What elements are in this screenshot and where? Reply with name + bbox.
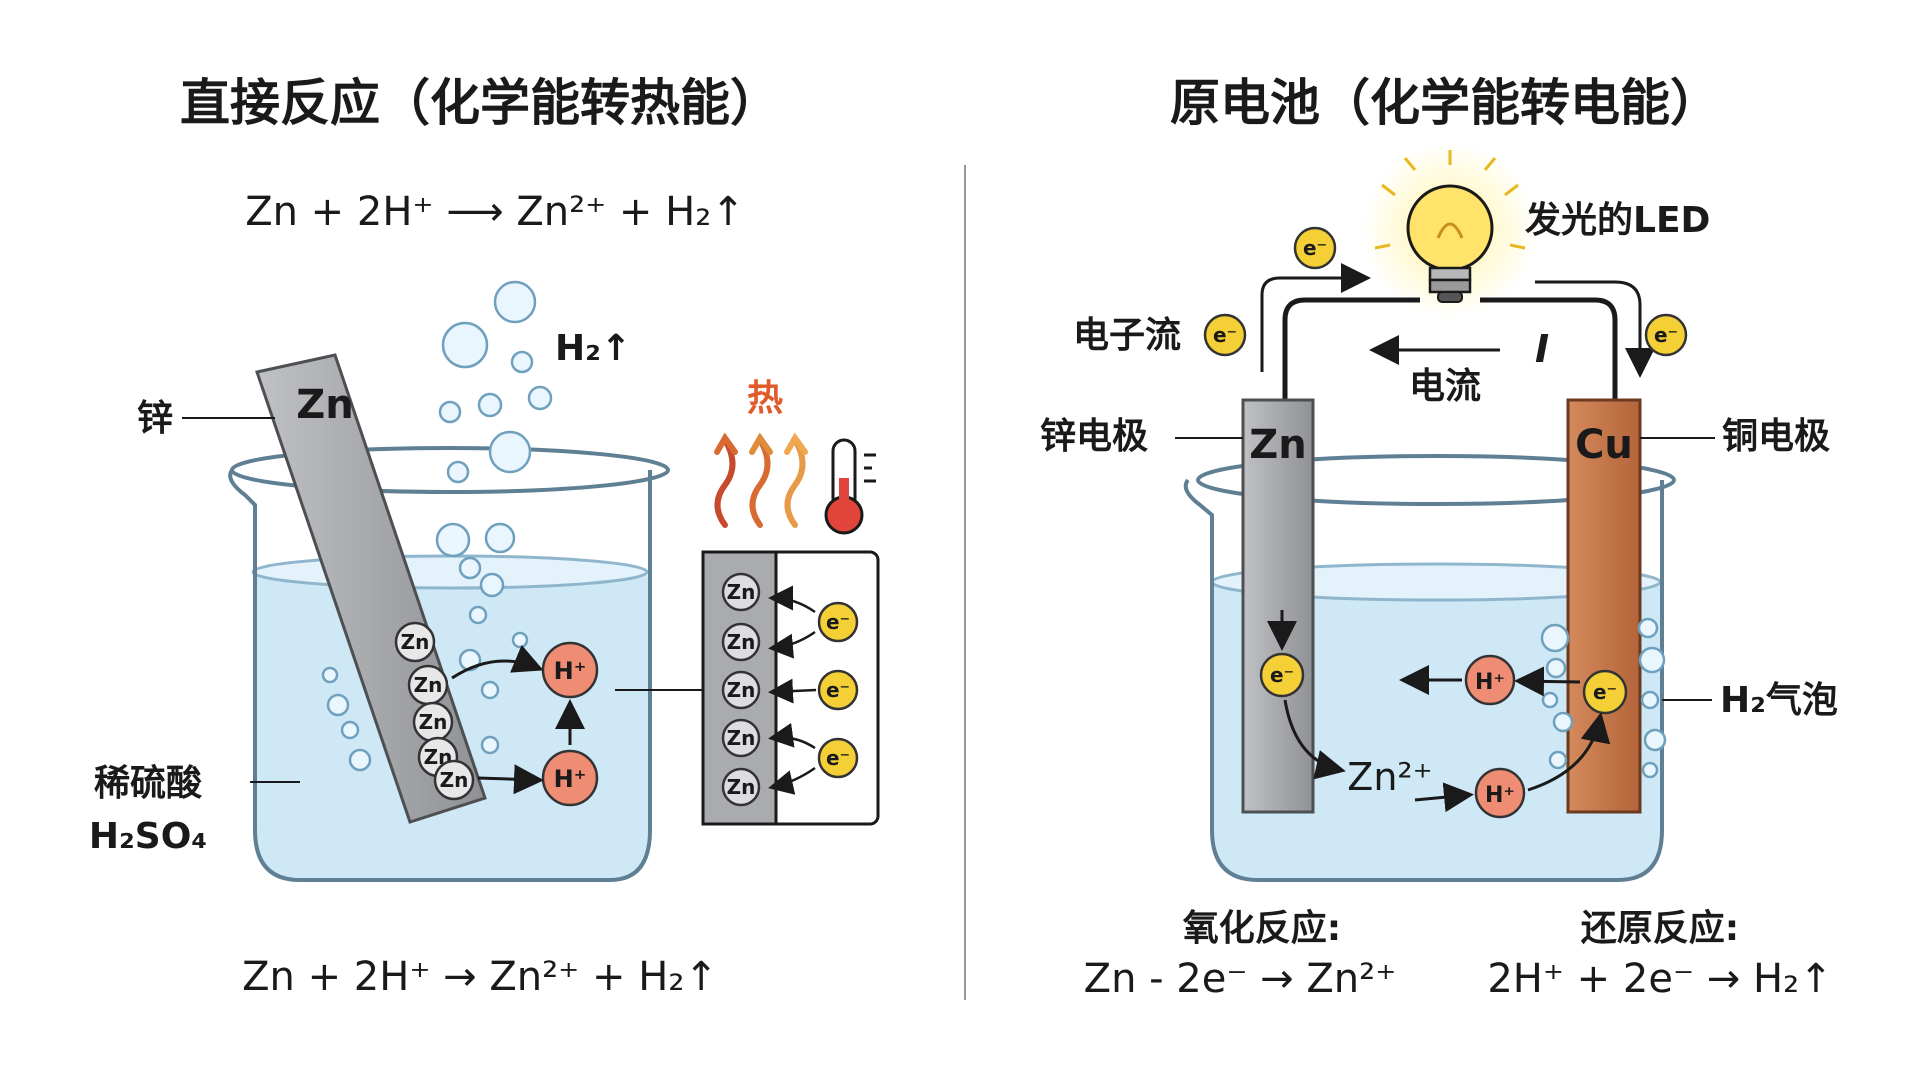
left-equation-bottom: Zn + 2H⁺ → Zn²⁺ + H₂↑ <box>242 954 718 1000</box>
flow-arrows <box>1260 263 1655 378</box>
right-title: 原电池（化学能转电能） <box>1170 74 1720 132</box>
zinc-electrode: Zn <box>1241 398 1315 814</box>
svg-text:H⁺: H⁺ <box>554 657 587 685</box>
svg-text:H⁺: H⁺ <box>1485 783 1515 808</box>
copper-electrode-label: 铜电极 <box>1722 416 1830 457</box>
svg-text:Zn: Zn <box>727 678 756 702</box>
acid-callout: 稀硫酸 H₂SO₄ <box>89 763 300 857</box>
thermometer-icon <box>824 438 876 535</box>
oxidation-title: 氧化反应: <box>1183 908 1341 949</box>
electron-transfer-arrows <box>451 644 585 795</box>
zoom-inset: Zn Zn Zn Zn Zn e⁻ e⁻ e⁻ <box>701 550 880 826</box>
zinc-electrode-label: 锌电极 <box>1040 416 1148 457</box>
solution-ions: e⁻ e⁻ H⁺ H⁺ Zn²⁺ <box>1259 652 1628 819</box>
svg-text:Zn: Zn <box>727 726 756 750</box>
svg-text:e⁻: e⁻ <box>826 678 850 702</box>
svg-text:Zn: Zn <box>419 710 448 734</box>
copper-electrode: Cu <box>1566 398 1642 814</box>
svg-text:e⁻: e⁻ <box>1303 236 1327 260</box>
svg-text:Zn: Zn <box>440 768 469 792</box>
gas-label: H₂↑ <box>555 328 631 369</box>
zinc-label: 锌 <box>137 398 173 439</box>
svg-text:e⁻: e⁻ <box>1213 323 1237 347</box>
external-circuit-wires <box>1282 297 1618 408</box>
reduction-title: 还原反应: <box>1581 908 1739 949</box>
left-equation-top: Zn + 2H⁺ ⟶ Zn²⁺ + H₂↑ <box>245 189 745 235</box>
svg-text:e⁻: e⁻ <box>1593 680 1617 704</box>
right-beaker <box>1183 454 1676 882</box>
svg-text:Zn: Zn <box>727 775 756 799</box>
reduction-equation: 2H⁺ + 2e⁻ → H₂↑ <box>1487 956 1832 1002</box>
h-ions-left: H⁺ H⁺ <box>541 641 599 807</box>
oxidation-equation: Zn - 2e⁻ → Zn²⁺ <box>1084 956 1397 1002</box>
led-bulb-icon <box>1362 142 1538 318</box>
reaction-arrows <box>1267 610 1611 813</box>
acid-label: 稀硫酸 <box>94 763 202 804</box>
heat-label: 热 <box>747 378 783 419</box>
copper-electrode-symbol: Cu <box>1575 422 1633 468</box>
copper-bubbles <box>1540 617 1667 779</box>
zinc-strip-label: Zn <box>296 382 353 428</box>
svg-text:Zn: Zn <box>727 580 756 604</box>
acid-formula: H₂SO₄ <box>89 816 207 857</box>
zn-atoms: Zn Zn Zn Zn Zn <box>394 621 475 801</box>
svg-text:H⁺: H⁺ <box>1475 670 1505 695</box>
heat-waves <box>714 432 808 528</box>
svg-text:e⁻: e⁻ <box>1270 663 1294 687</box>
wire-electrons: e⁻ e⁻ e⁻ <box>1203 226 1688 357</box>
svg-text:Zn: Zn <box>401 630 430 654</box>
current-label: 电流 <box>1409 366 1481 407</box>
rising-bubbles <box>321 280 553 772</box>
svg-text:Zn: Zn <box>727 630 756 654</box>
current-symbol: I <box>1535 327 1549 371</box>
electron-flow-label: 电子流 <box>1073 315 1181 356</box>
led-label: 发光的LED <box>1525 200 1710 241</box>
svg-text:e⁻: e⁻ <box>826 610 850 634</box>
svg-text:H⁺: H⁺ <box>554 765 587 793</box>
svg-text:e⁻: e⁻ <box>1654 323 1678 347</box>
zinc-callout: 锌 <box>137 398 275 439</box>
left-beaker <box>228 446 670 882</box>
left-title: 直接反应（化学能转热能） <box>180 74 780 132</box>
zinc-electrode-symbol: Zn <box>1249 422 1306 468</box>
svg-text:e⁻: e⁻ <box>826 746 850 770</box>
svg-text:Zn: Zn <box>414 673 443 697</box>
zn-ion-label: Zn²⁺ <box>1347 755 1432 799</box>
bubble-label: H₂气泡 <box>1720 680 1838 721</box>
